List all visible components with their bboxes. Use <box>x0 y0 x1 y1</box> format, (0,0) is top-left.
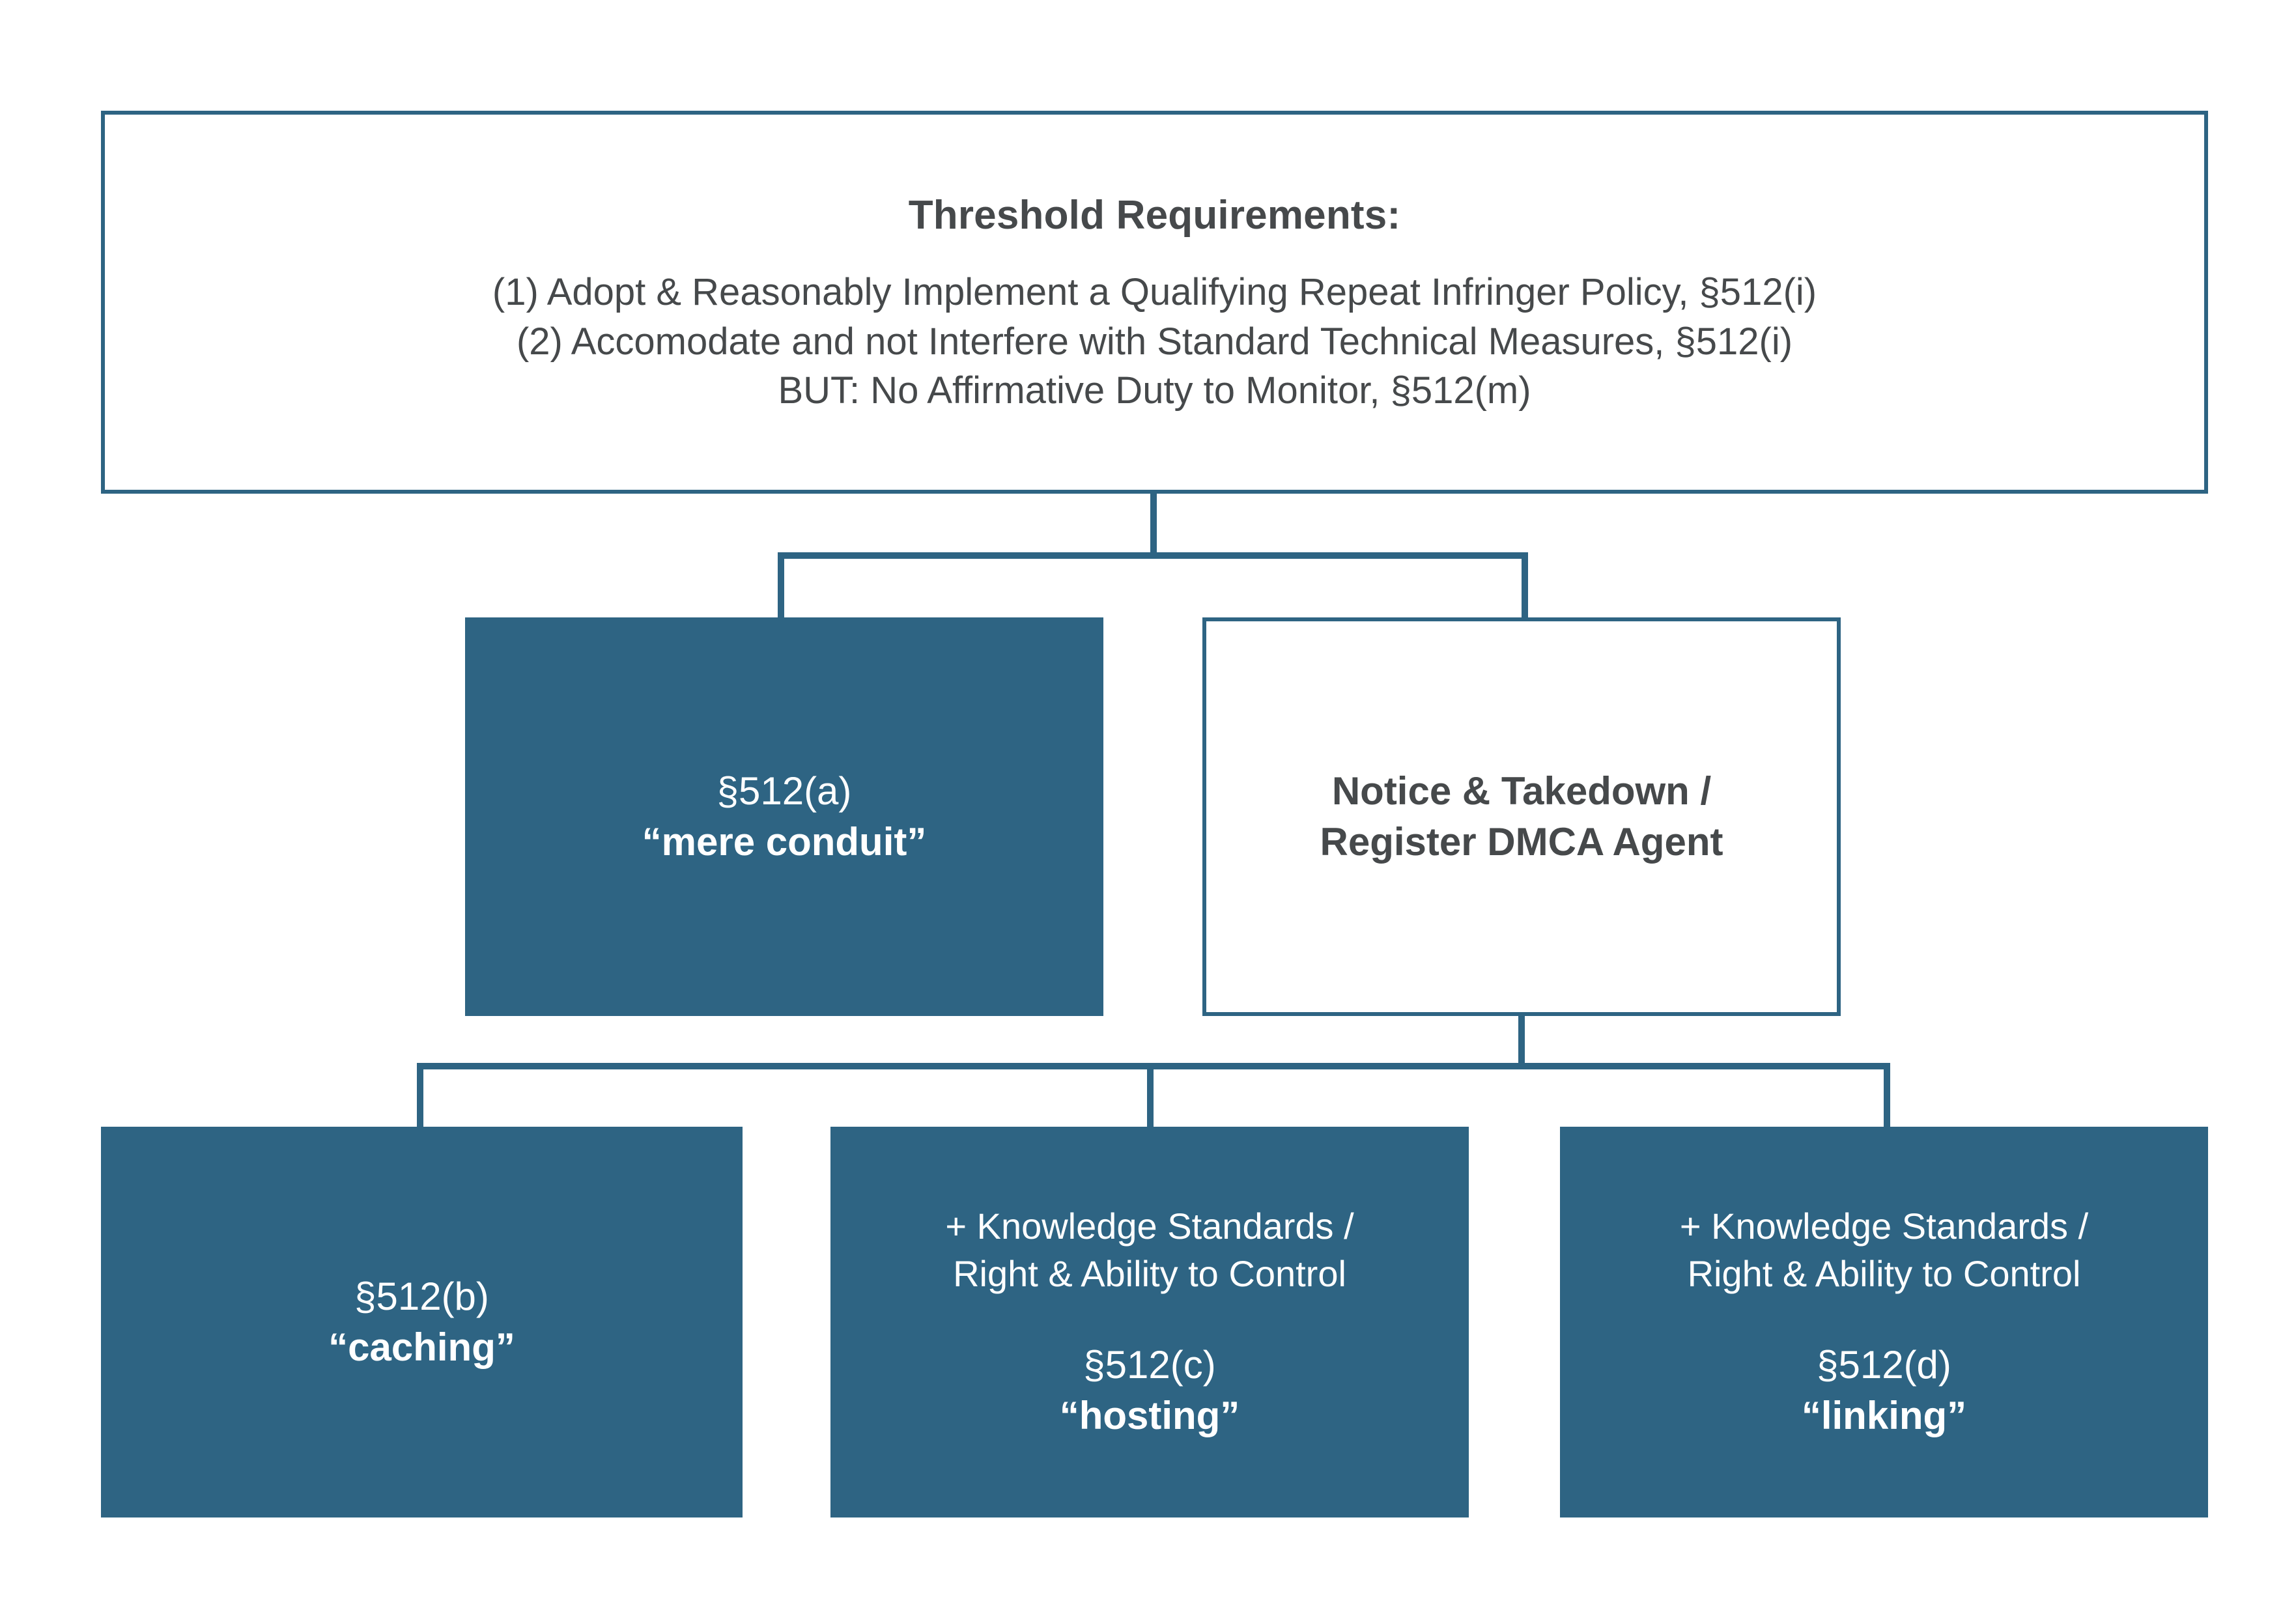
threshold-requirement-line-1: (1) Adopt & Reasonably Implement a Quali… <box>492 271 1817 314</box>
notice-takedown-box[interactable]: Notice & Takedown / Register DMCA Agent <box>1202 617 1841 1016</box>
section-512a-nickname: “mere conduit” <box>642 820 927 864</box>
section-512d-knowledge-line-2: Right & Ability to Control <box>1687 1253 2081 1294</box>
section-512a-label: §512(a) <box>716 769 852 813</box>
section-512d-box[interactable]: + Knowledge Standards / Right & Ability … <box>1560 1127 2208 1517</box>
threshold-requirements-box[interactable]: Threshold Requirements: (1) Adopt & Reas… <box>101 111 2208 494</box>
connector-notice-stem <box>1518 1016 1525 1067</box>
section-512c-knowledge-line-2: Right & Ability to Control <box>953 1253 1346 1294</box>
section-512d-knowledge-line-1: + Knowledge Standards / <box>1679 1206 2089 1247</box>
section-512c-knowledge-line-1: + Knowledge Standards / <box>945 1206 1354 1247</box>
connector-level2-drop-caching <box>417 1063 423 1128</box>
section-512a-box[interactable]: §512(a) “mere conduit” <box>465 617 1103 1016</box>
connector-level1-left-drop <box>778 552 784 619</box>
section-512c-nickname: “hosting” <box>1059 1393 1240 1437</box>
connector-level2-bar <box>417 1063 1890 1069</box>
section-512d-nickname: “linking” <box>1801 1393 1967 1437</box>
section-512d-label: §512(d) <box>1817 1342 1951 1387</box>
notice-takedown-line-2: Register DMCA Agent <box>1320 820 1723 864</box>
threshold-requirement-line-2: (2) Accomodate and not Interfere with St… <box>516 320 1793 363</box>
connector-level2-drop-hosting <box>1147 1063 1154 1128</box>
connector-level1-right-drop <box>1522 552 1528 619</box>
connector-level1-bar <box>778 552 1528 559</box>
connector-threshold-stem <box>1150 494 1157 556</box>
threshold-requirements-title: Threshold Requirements: <box>908 192 1401 238</box>
section-512b-label: §512(b) <box>354 1275 489 1318</box>
section-512b-box[interactable]: §512(b) “caching” <box>101 1127 743 1517</box>
section-512b-nickname: “caching” <box>328 1325 515 1369</box>
threshold-requirement-line-3: BUT: No Affirmative Duty to Monitor, §51… <box>778 369 1531 412</box>
section-512c-box[interactable]: + Knowledge Standards / Right & Ability … <box>830 1127 1469 1517</box>
notice-takedown-line-1: Notice & Takedown / <box>1331 769 1712 813</box>
section-512c-label: §512(c) <box>1083 1342 1216 1387</box>
connector-level2-drop-linking <box>1884 1063 1890 1128</box>
